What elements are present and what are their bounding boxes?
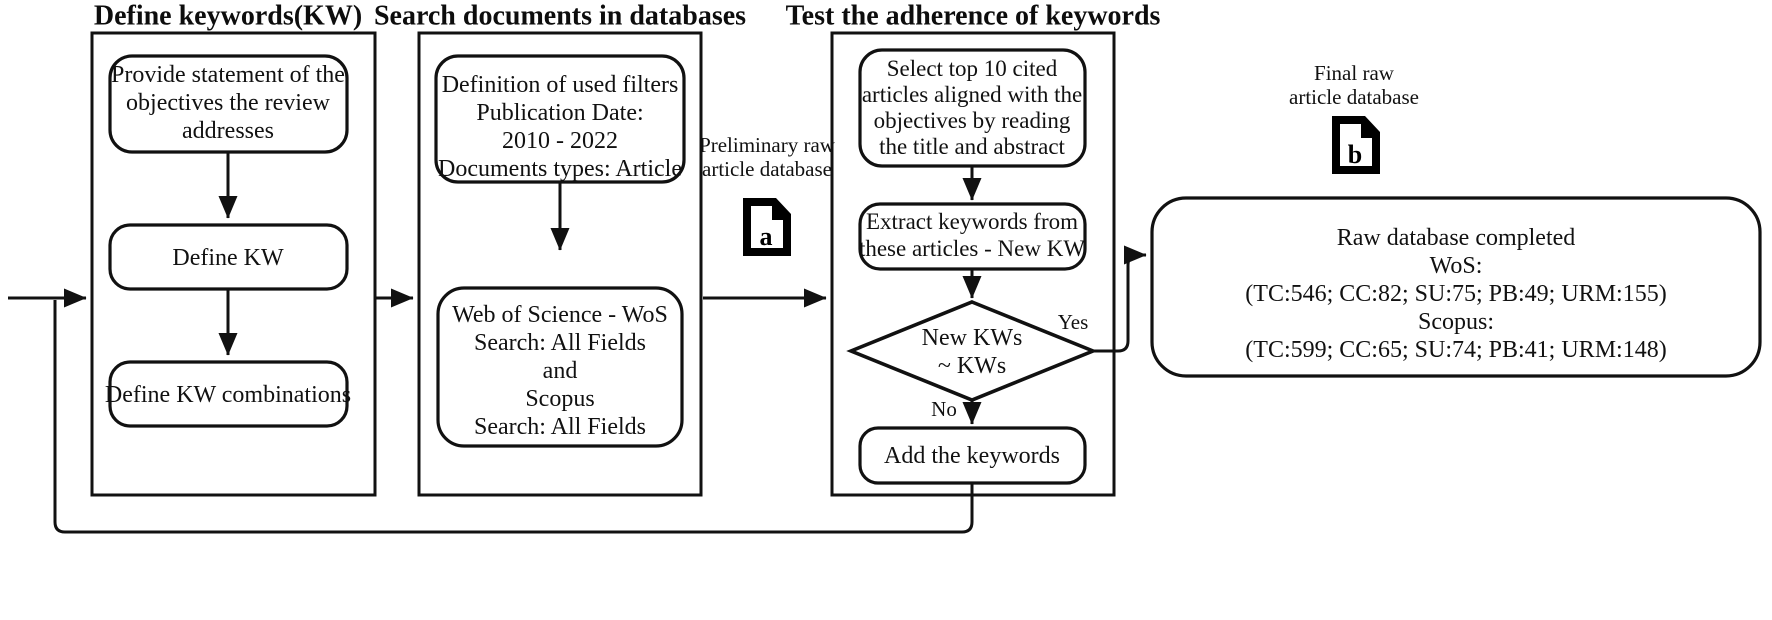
node-databases[interactable]: [436, 286, 684, 448]
raw-db-line-2: WoS:: [1430, 253, 1483, 279]
document-icon-a-letter: a: [760, 222, 773, 251]
node-select-top10-line-3: objectives by reading: [874, 108, 1071, 133]
stage-title-2: Search documents in databases: [374, 0, 746, 31]
node-select-top10-line-4: the title and abstract: [879, 134, 1065, 159]
node-define-kw-combinations[interactable]: [108, 360, 349, 428]
document-icon-b-letter: b: [1348, 140, 1362, 169]
node-filters-line-2: Publication Date:: [476, 100, 643, 126]
artifact-a-caption-line-2: article database: [702, 157, 832, 181]
document-icon-b: b: [1332, 116, 1380, 174]
edge-label-yes: Yes: [1058, 310, 1089, 334]
panel-define-keywords: [90, 31, 377, 497]
node-databases-line-1: Web of Science - WoS: [452, 302, 668, 328]
node-extract-line-1: Extract keywords from: [866, 209, 1078, 234]
decision-new-kws[interactable]: [846, 300, 1098, 402]
node-filters-line-3: 2010 - 2022: [502, 128, 618, 154]
node-databases-line-2: Search: All Fields: [474, 330, 646, 356]
raw-db-line-3: (TC:546; CC:82; SU:75; PB:49; URM:155): [1245, 281, 1666, 307]
decision-line-2: ~ KWs: [938, 353, 1006, 379]
node-add-keywords-label: Add the keywords: [884, 443, 1060, 469]
decision-line-1: New KWs: [922, 325, 1023, 351]
edge-label-no: No: [931, 397, 957, 421]
node-define-kw-combinations-label: Define KW combinations: [105, 382, 351, 408]
node-filters-line-1: Definition of used filters: [442, 72, 679, 98]
artifact-b-caption-line-1: Final raw: [1314, 61, 1395, 85]
arrow-yes-to-raw-database: [1093, 245, 1147, 353]
node-select-top10-line-1: Select top 10 cited: [887, 56, 1058, 81]
node-provide-statement-line-3: addresses: [182, 118, 274, 144]
node-databases-line-5: Search: All Fields: [474, 414, 646, 440]
raw-db-line-1: Raw database completed: [1337, 225, 1576, 251]
stage-title-1: Define keywords(KW): [94, 0, 362, 31]
node-select-top10-line-2: articles aligned with the: [862, 82, 1082, 107]
artifact-b-caption-line-2: article database: [1289, 85, 1419, 109]
raw-db-line-5: (TC:599; CC:65; SU:74; PB:41; URM:148): [1245, 337, 1666, 363]
node-extract-line-2: these articles - New KW: [859, 236, 1085, 261]
stage-title-3: Test the adherence of keywords: [786, 0, 1161, 31]
node-define-kw-label: Define KW: [172, 245, 284, 271]
node-databases-line-4: Scopus: [525, 386, 594, 412]
document-icon-a: a: [743, 198, 791, 256]
node-provide-statement-line-2: objectives the review: [126, 90, 331, 116]
node-provide-statement-line-1: Provide statement of the: [111, 62, 345, 88]
artifact-a-caption-line-1: Preliminary raw: [699, 133, 836, 157]
feedback-loop-to-define-keywords: [53, 300, 974, 534]
raw-db-line-4: Scopus:: [1418, 309, 1494, 335]
node-databases-line-3: and: [543, 358, 578, 384]
panel-search-documents: [417, 31, 703, 497]
node-filters-line-4: Documents types: Article: [438, 156, 682, 182]
node-raw-database-completed[interactable]: [1150, 196, 1762, 378]
